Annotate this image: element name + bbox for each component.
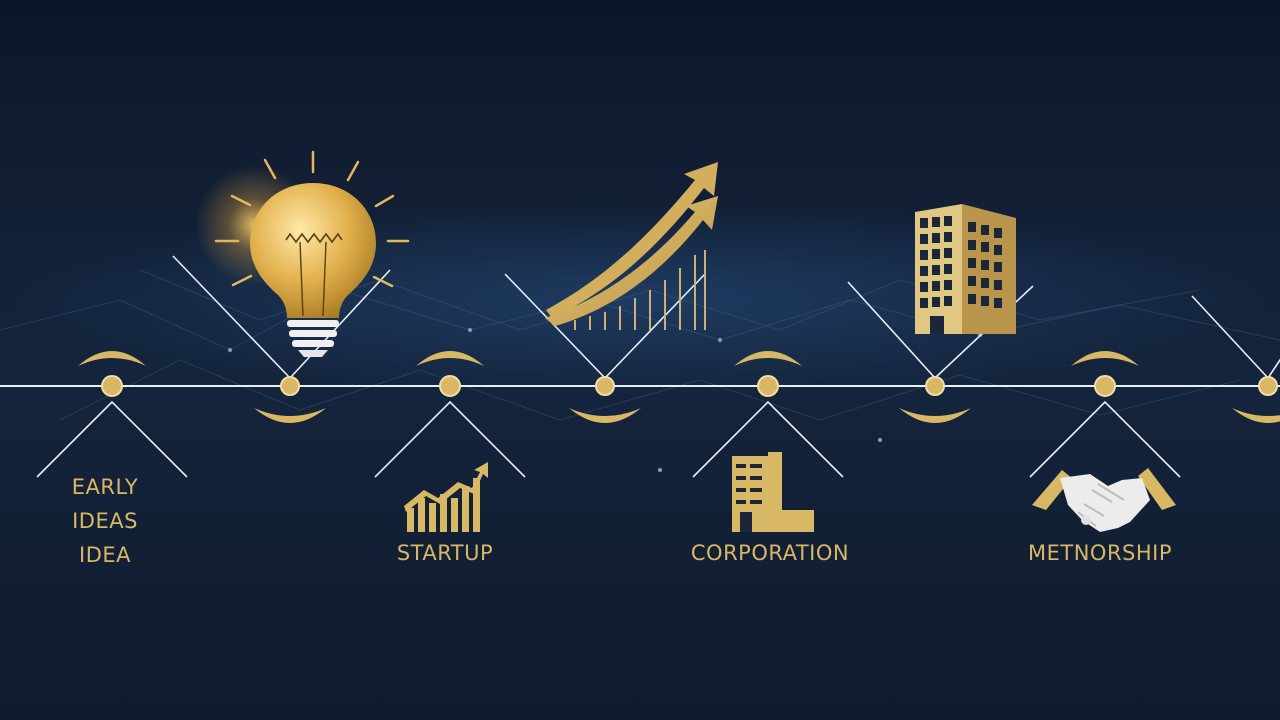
stage-label-startup: STARTUP	[396, 541, 494, 565]
timeline-node	[78, 351, 146, 397]
stage-label-line: IDEA	[79, 543, 131, 567]
skyscraper-icon	[915, 204, 1016, 334]
timeline-node	[1232, 376, 1280, 423]
timeline-node	[254, 376, 326, 423]
timeline-node	[1071, 351, 1139, 397]
stage-label-early-ideas: EARLY IDEAS IDEA	[40, 470, 170, 572]
stage-label-line: EARLY	[71, 475, 139, 499]
stage-label-mentorship: METNORSHIP	[1027, 541, 1173, 565]
office-building-icon	[732, 452, 814, 532]
lightbulb-icon	[195, 150, 410, 357]
rising-arrow-icon	[545, 162, 718, 330]
timeline-node	[416, 351, 484, 397]
growth-chart-icon	[404, 462, 488, 532]
network-background	[0, 269, 1280, 473]
handshake-icon	[1032, 468, 1176, 532]
timeline-node	[569, 376, 641, 423]
stage-label-line: IDEAS	[72, 509, 138, 533]
timeline-node	[734, 351, 802, 397]
stage-label-corporation: CORPORATION	[690, 541, 850, 565]
connector-lines	[36, 255, 1280, 478]
timeline-node	[899, 376, 971, 423]
